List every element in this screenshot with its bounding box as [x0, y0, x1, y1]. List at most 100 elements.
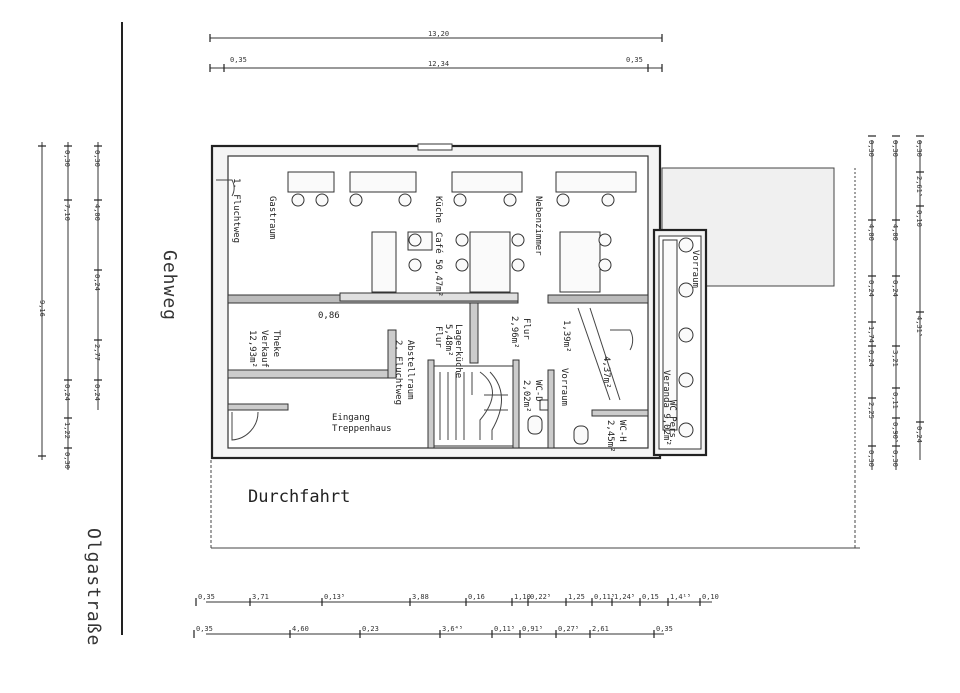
dimension-bottom-row2: 0,35 4,60 0,23 3,6⁴⁵ 0,11⁵ 0,91⁵ 0,27⁵ 2,61 0,35 — [193, 625, 673, 638]
dimension-top: 13,20 0,35 12,34 0,35 — [209, 30, 663, 72]
bottomRow1-label-10: 0,15 — [642, 593, 659, 601]
wall-entry — [227, 403, 289, 411]
dimension-left-col-b: 0,30 4,00 0,24 2,77 0,24 — [93, 145, 102, 401]
rightB-label-0: 0,30 — [891, 140, 899, 157]
wall-stair-right — [512, 359, 520, 449]
bottomRow2-label-3: 3,6⁴⁵ — [442, 625, 463, 633]
wall-flur-mid — [469, 302, 479, 364]
label-dim-086: 0,86 — [318, 311, 340, 321]
window-top — [417, 143, 453, 151]
bottomRow2-label-4: 0,11⁵ — [494, 625, 515, 633]
rightA-label-1: 4,00 — [867, 224, 875, 241]
leftB-label-2: 0,24 — [93, 274, 101, 291]
leftA-label-0: 0,30 — [63, 150, 71, 167]
rightC-label-2: 0,10 — [915, 210, 923, 227]
label-cafe: Café 50,47m² — [433, 232, 444, 297]
label-fluchtweg1: 1. Fluchtweg — [231, 178, 241, 243]
label-treppenhaus: Treppenhaus — [332, 424, 392, 434]
sidewalk-label: Gehweg — [159, 250, 180, 321]
rightA-label-5: 2,25 — [867, 402, 875, 419]
dimension-right-col-a: 0,304,000,241,740,242,250,30 — [867, 135, 876, 467]
leftB-label-3: 2,77 — [93, 344, 101, 361]
wall-wc-d — [547, 369, 555, 449]
toilet-h — [573, 425, 589, 445]
leftB-label-1: 4,00 — [93, 204, 101, 221]
leftA-label-1: 7,10 — [63, 204, 71, 221]
wall-lager — [387, 329, 397, 379]
bottomRow1-label-11: 1,4¹⁵ — [670, 593, 691, 601]
leftB-label-0: 0,30 — [93, 150, 101, 167]
bottomRow1-label-12: 0,10 — [702, 593, 719, 601]
label-theke-area: 12,93m² — [247, 330, 257, 368]
label-veranda: Veranda 9,02m² — [661, 370, 671, 446]
rightA-label-4: 0,24 — [867, 350, 875, 367]
bottomRow1-label-1: 3,71 — [252, 593, 269, 601]
wall-theke — [227, 369, 394, 379]
leftB-label-4: 0,24 — [93, 384, 101, 401]
dim-top-overall: 13,20 — [428, 30, 449, 38]
bottomRow2-label-1: 4,60 — [292, 625, 309, 633]
toilet-d — [527, 415, 543, 435]
label-wc-d: WC-D — [533, 380, 543, 402]
bottomRow1-label-2: 0,13⁵ — [324, 593, 345, 601]
bottomRow1-label-8: 0,11⁵ — [594, 593, 615, 601]
veranda-furniture — [662, 237, 694, 438]
label-wc-h-area: 2,45m² — [605, 420, 615, 453]
bottomRow1-label-6: 0,22⁵ — [530, 593, 551, 601]
label-wc-pers: WC Pers. — [667, 400, 677, 443]
bottomRow1-label-5: 1,10 — [514, 593, 531, 601]
label-wc-h: WC-H — [617, 420, 627, 442]
door-entry — [231, 411, 259, 441]
label-vorraum-area: 1,39m² — [561, 320, 571, 353]
dim-top-right-edge: 0,35 — [626, 56, 643, 64]
bottomRow2-label-8: 0,35 — [656, 625, 673, 633]
rightB-label-6: 0,30 — [891, 450, 899, 467]
door-wc — [610, 329, 634, 351]
label-fluchtweg2: 2. Fluchtweg — [393, 340, 403, 405]
leftA-label-2: 0,24 — [63, 384, 71, 401]
label-wc-d-area: 2,02m² — [521, 380, 531, 413]
dimension-right-col-b: 0,30 4,00 0,24 3,21 0,11 0,90⁵ 0,30 — [891, 135, 900, 467]
street-label-olgastrasse: Olgastraße — [83, 528, 104, 646]
wall-stair-left — [427, 359, 435, 449]
bottomRow1-label-4: 0,16 — [468, 593, 485, 601]
dimension-right — [854, 140, 921, 470]
leftA-label-3: 1,22 — [63, 422, 71, 439]
rightC-label-3: 4,31⁵ — [915, 316, 923, 337]
bottomRow2-label-5: 0,91⁵ — [522, 625, 543, 633]
sink-d — [539, 399, 549, 411]
staircase — [433, 365, 514, 447]
rightB-label-2: 0,24 — [891, 280, 899, 297]
bottomRow2-label-0: 0,35 — [196, 625, 213, 633]
label-verkauf: Verkauf — [259, 330, 269, 368]
rightC-label-1: 2,61⁵ — [915, 176, 923, 197]
label-flur: Flur — [521, 318, 531, 340]
bottomRow2-label-7: 2,61 — [592, 625, 609, 633]
dimension-left-col-a: 0,307,100,241,220,30 — [63, 145, 72, 469]
furniture-middle-tables — [371, 231, 612, 293]
rightB-label-5: 0,90⁵ — [891, 422, 899, 443]
rightB-label-3: 3,21 — [891, 350, 899, 367]
rightB-label-4: 0,11 — [891, 392, 899, 409]
bottomRow2-label-2: 0,23 — [362, 625, 379, 633]
label-nebenzimmer: Nebenzimmer — [533, 196, 543, 256]
diagonal-flur — [577, 307, 611, 401]
label-lager-area: 5,48m² — [443, 324, 453, 357]
bottomRow1-label-3: 3,88 — [412, 593, 429, 601]
wall-wc-h — [591, 409, 649, 417]
counter — [339, 292, 519, 302]
bottomRow1-label-0: 0,35 — [198, 593, 215, 601]
wall-nebenzimmer-bottom — [547, 294, 649, 304]
rightB-label-1: 4,00 — [891, 224, 899, 241]
passage-label: Durchfahrt — [248, 487, 350, 507]
dim-top-inner: 12,34 — [428, 60, 449, 68]
dim-top-left-edge: 0,35 — [230, 56, 247, 64]
rightA-label-2: 0,24 — [867, 280, 875, 297]
bottomRow2-label-6: 0,27⁵ — [558, 625, 579, 633]
label-theke: Theke — [271, 330, 281, 357]
label-vorraum-mid: Vorraum — [559, 368, 569, 406]
furniture-top-tables — [287, 171, 637, 207]
bottomRow1-label-9: 1,24⁵ — [614, 593, 635, 601]
